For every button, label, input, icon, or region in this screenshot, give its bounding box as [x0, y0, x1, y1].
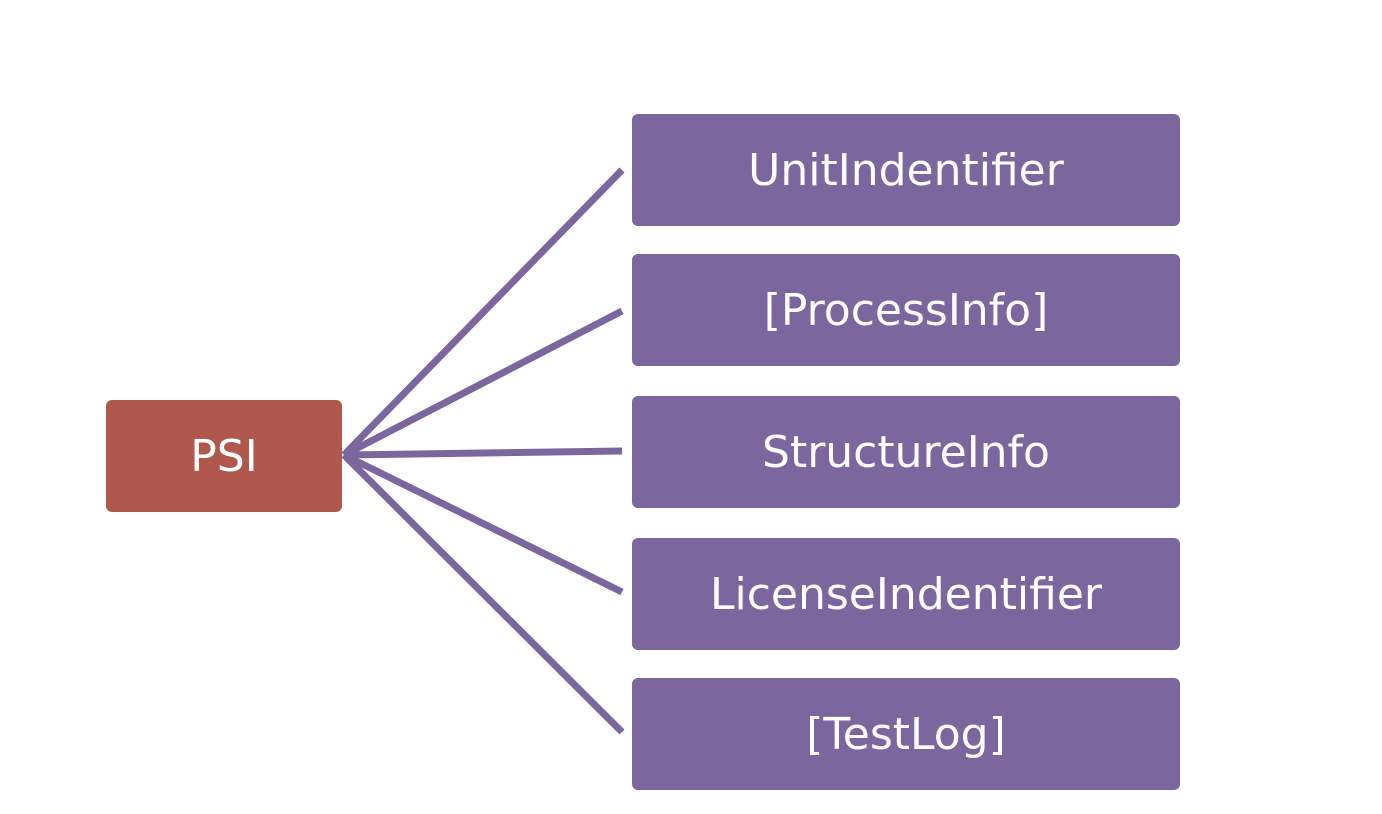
child-node-unit-identifier: UnitIndentifier	[632, 114, 1180, 226]
root-node-label: PSI	[190, 430, 258, 482]
connector-line-structure-info	[343, 447, 623, 459]
child-node-process-info: [ProcessInfo]	[632, 254, 1180, 366]
child-node-label: LicenseIndentifier	[710, 568, 1102, 620]
child-node-test-log: [TestLog]	[632, 678, 1180, 790]
root-node-psi: PSI	[106, 400, 342, 512]
connector-line-unit-identifier	[341, 167, 625, 458]
child-node-label: StructureInfo	[762, 426, 1050, 478]
child-node-label: [ProcessInfo]	[763, 284, 1049, 336]
child-node-label: UnitIndentifier	[748, 144, 1064, 196]
connector-line-process-info	[342, 307, 624, 459]
child-node-structure-info: StructureInfo	[632, 396, 1180, 508]
child-node-label: [TestLog]	[806, 708, 1006, 760]
child-node-license-identifier: LicenseIndentifier	[632, 538, 1180, 650]
connector-line-license-identifier	[342, 451, 624, 596]
connector-line-test-log	[341, 452, 625, 735]
